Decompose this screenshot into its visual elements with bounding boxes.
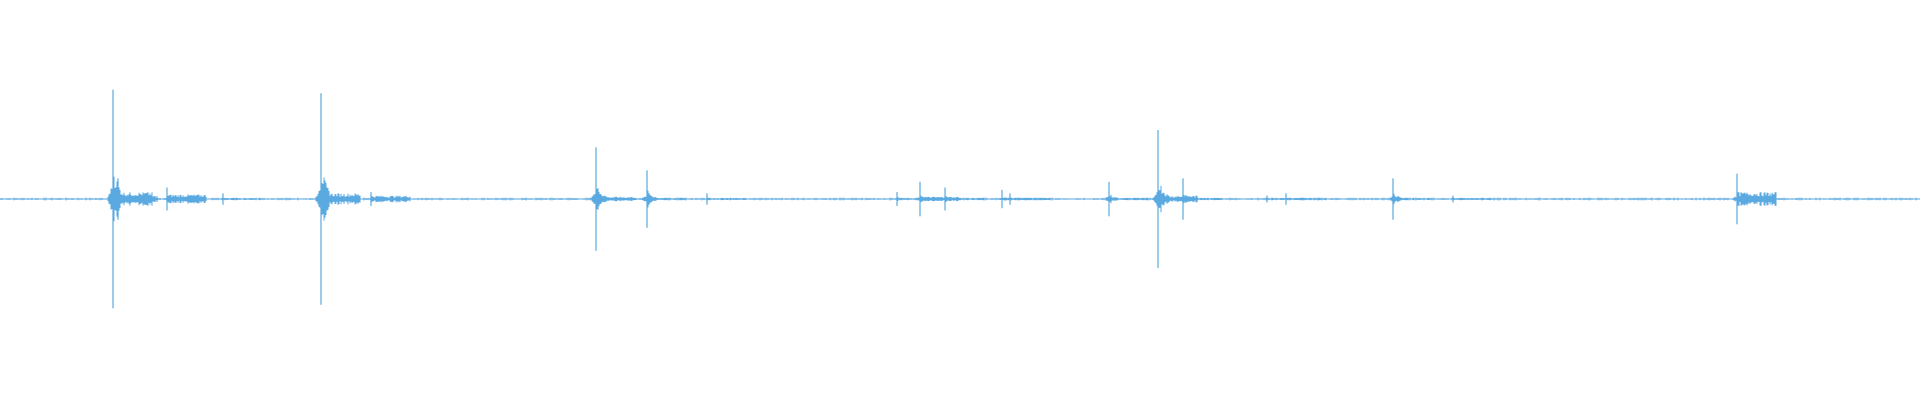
waveform-spike xyxy=(1177,178,1223,220)
waveform-spike xyxy=(1447,195,1493,203)
waveform-spike xyxy=(161,187,207,211)
waveform-spike xyxy=(1004,193,1050,205)
waveform-spike xyxy=(1280,193,1326,205)
waveform-spike xyxy=(939,187,985,211)
waveform-spike xyxy=(112,178,158,220)
waveform-spike xyxy=(365,192,411,206)
waveform-spikes xyxy=(0,89,1919,309)
waveform-spike xyxy=(1731,173,1777,225)
waveform-spike xyxy=(590,147,636,251)
waveform-spike xyxy=(217,193,263,205)
waveform-spike xyxy=(641,170,687,228)
waveform-spike xyxy=(1103,181,1149,217)
waveform-spike xyxy=(1387,178,1433,220)
waveform-spike xyxy=(701,193,747,205)
waveform-spike xyxy=(315,93,361,305)
